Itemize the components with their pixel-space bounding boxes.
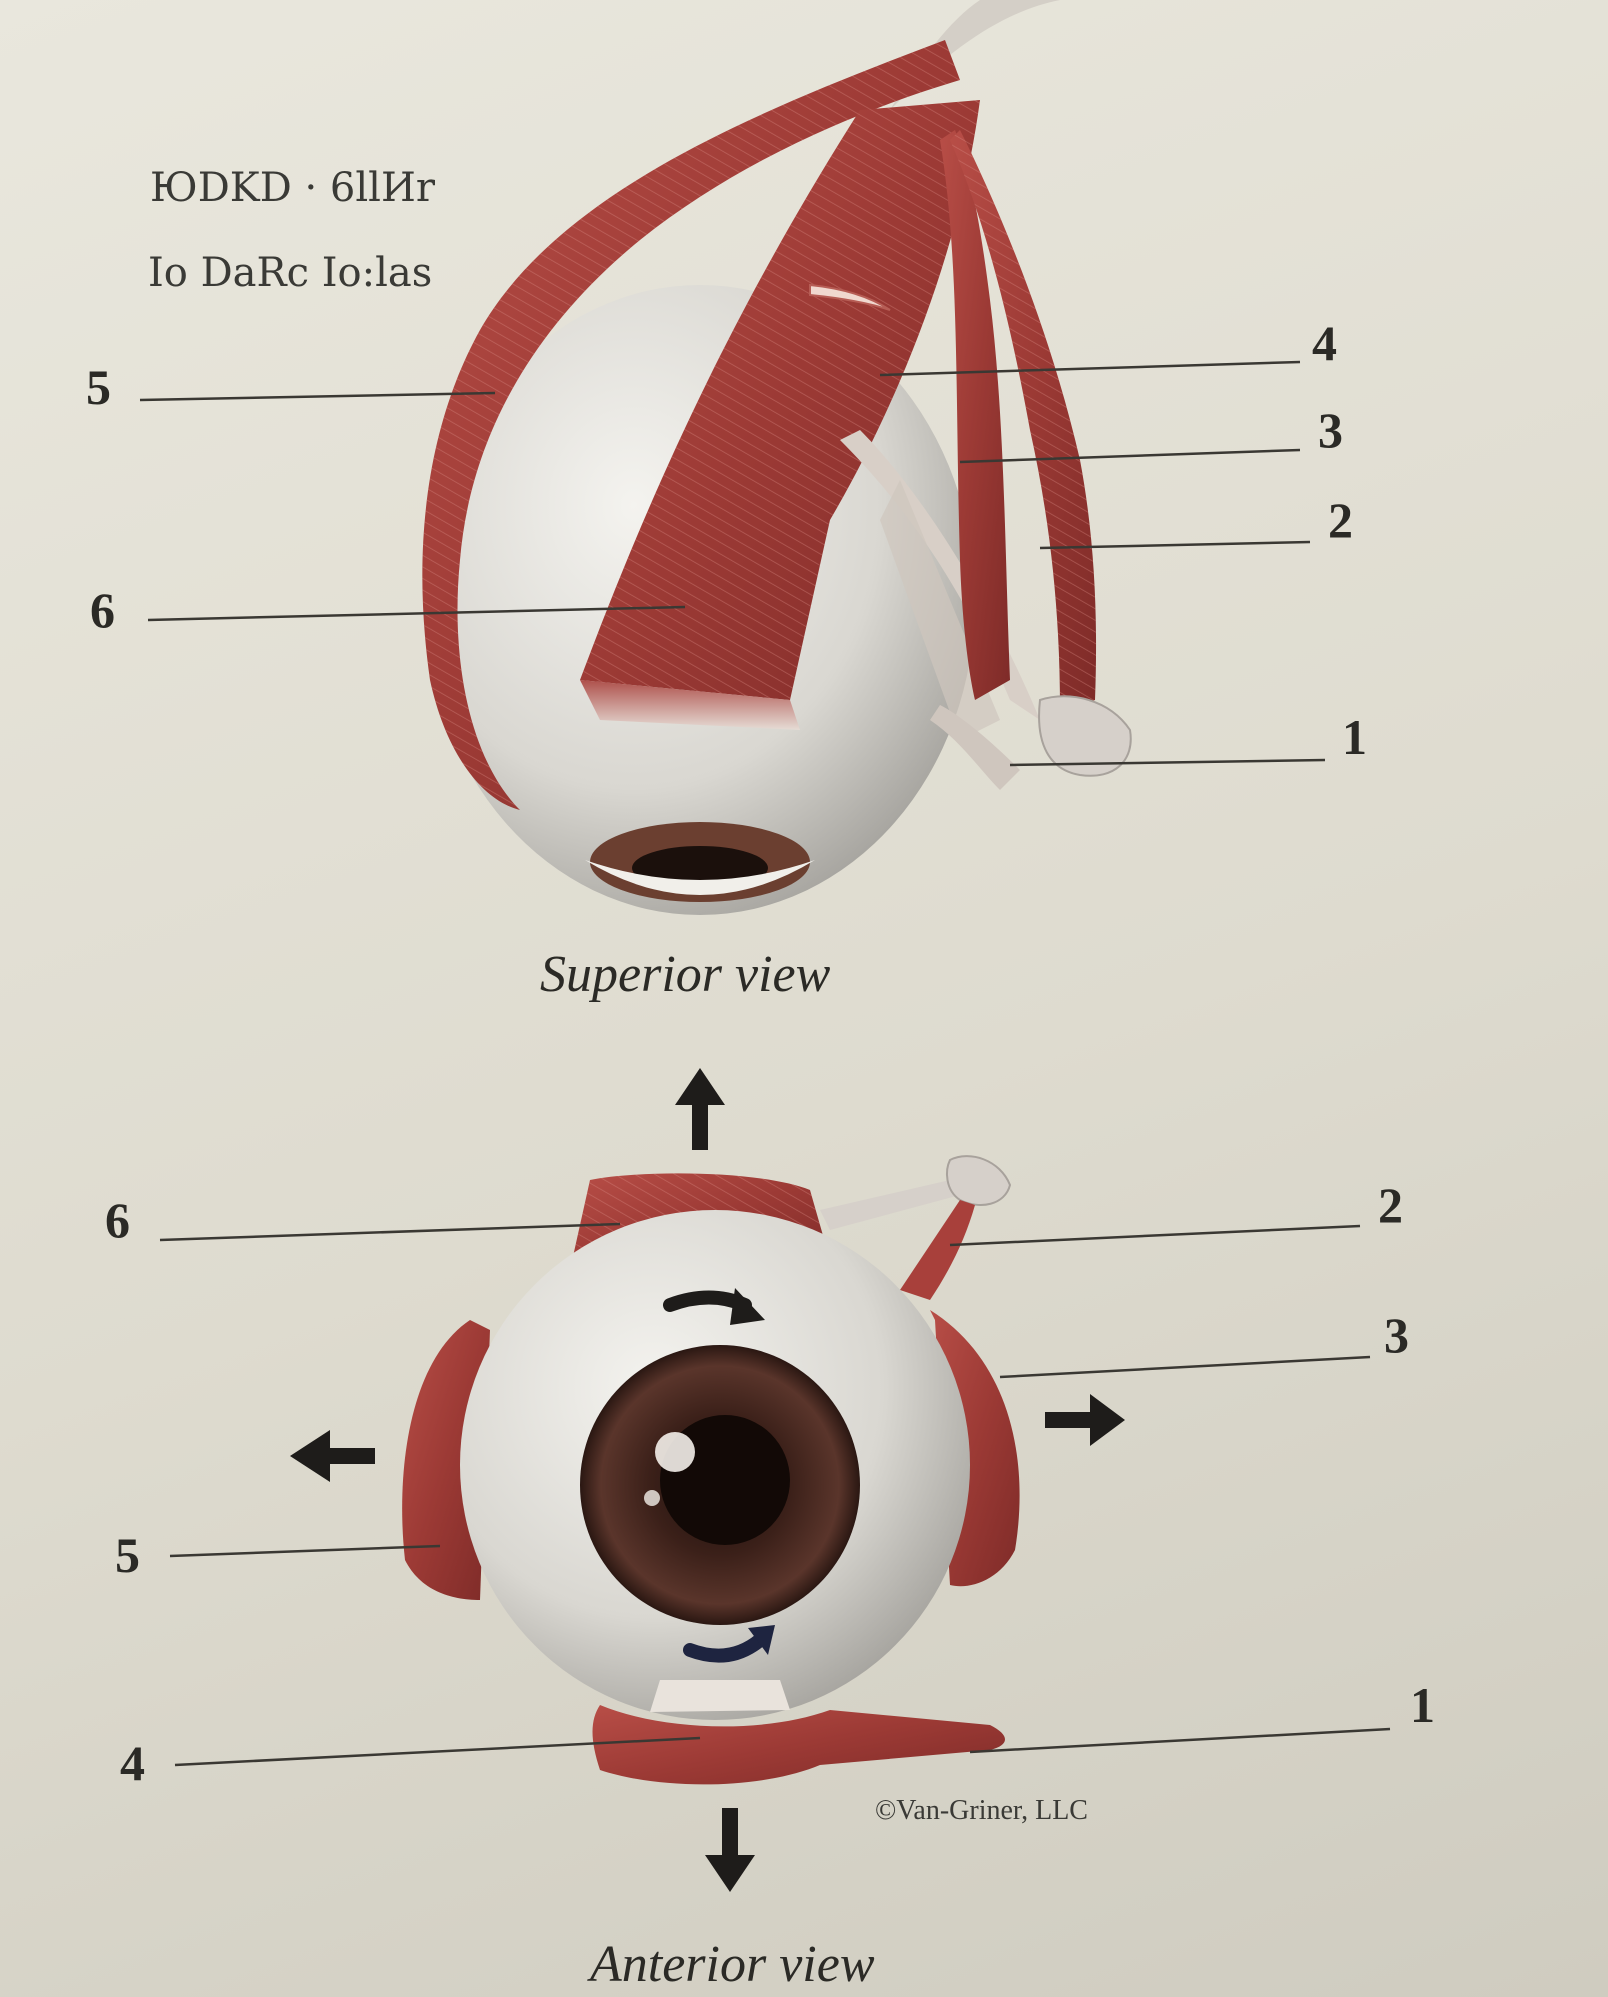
arrow-up — [675, 1068, 725, 1150]
arrow-left — [290, 1430, 375, 1482]
superior-label-1: 1 — [1342, 709, 1367, 765]
anterior-label-2: 2 — [1378, 1177, 1403, 1233]
lateral-rectus-muscle — [940, 130, 1010, 700]
anterior-label-1: 1 — [1410, 1677, 1435, 1733]
superior-label-2: 2 — [1328, 492, 1353, 548]
superior-label-6: 6 — [90, 582, 115, 638]
superior-view-illustration — [422, 0, 1132, 915]
header-text-line1: ЮDKD · 6llИr — [150, 165, 435, 211]
copyright-notice: ©Van-Griner, LLC — [875, 1795, 1088, 1826]
anterior-label-6: 6 — [105, 1192, 130, 1248]
header-text-line2: Io DaRc Io:las — [148, 250, 433, 296]
arrow-right — [1045, 1394, 1125, 1446]
anterior-label-4: 4 — [120, 1735, 145, 1791]
superior-trochlea — [1038, 695, 1132, 777]
superior-label-5: 5 — [86, 359, 111, 415]
superior-label-3: 3 — [1318, 402, 1343, 458]
anterior-label-3: 3 — [1384, 1307, 1409, 1363]
leader-lines — [139, 360, 1391, 1767]
arrow-down — [705, 1808, 755, 1892]
anterior-view-caption: Anterior view — [590, 1936, 875, 1993]
superior-view-caption: Superior view — [540, 946, 831, 1003]
superior-label-4: 4 — [1312, 315, 1337, 371]
anterior-label-5: 5 — [115, 1527, 140, 1583]
anterior-view-illustration — [290, 1068, 1125, 1892]
